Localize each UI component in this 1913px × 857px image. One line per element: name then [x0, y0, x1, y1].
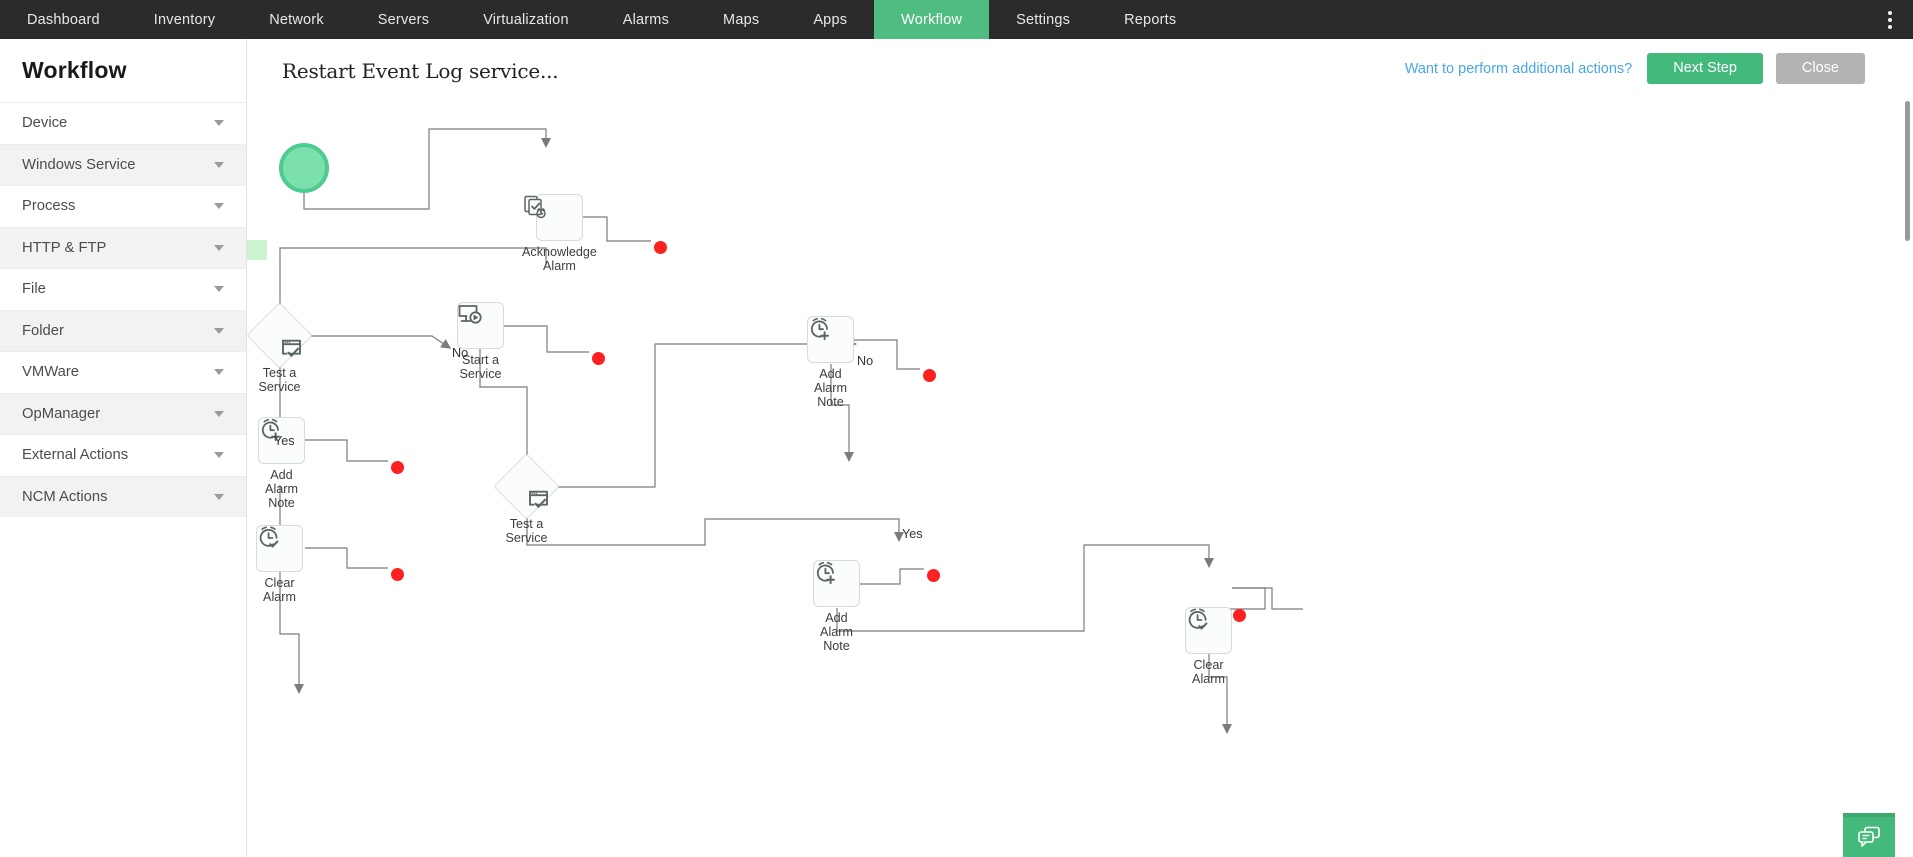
- workflow-node-label: Acknowledge Alarm: [522, 245, 597, 274]
- next-step-button[interactable]: Next Step: [1647, 53, 1763, 84]
- workflow-node-label: Start a Service: [459, 353, 502, 382]
- nav-item-maps[interactable]: Maps: [723, 11, 760, 28]
- sidebar-item-http-ftp[interactable]: HTTP & FTP: [0, 226, 246, 268]
- nav-item-virtualization[interactable]: Virtualization: [483, 11, 569, 28]
- workflow-start-node[interactable]: [279, 143, 329, 193]
- edge-label: Yes: [274, 434, 295, 448]
- chat-bubbles-icon: [1858, 826, 1880, 847]
- workflow-endpoint[interactable]: [391, 568, 404, 581]
- workflow-endpoint[interactable]: [923, 369, 936, 382]
- workflow-endpoint[interactable]: [654, 241, 667, 254]
- nav-item-network[interactable]: Network: [269, 11, 324, 28]
- page-header: Restart Event Log service... Want to per…: [247, 39, 1913, 97]
- workflow-node-note1[interactable]: Add Alarm Note: [258, 417, 305, 511]
- sidebar-item-label: HTTP & FTP: [22, 239, 107, 256]
- workflow-node-ack[interactable]: Acknowledge Alarm: [522, 194, 597, 273]
- sidebar-item-windows-service[interactable]: Windows Service: [0, 143, 246, 185]
- workflow-node-label: Clear Alarm: [1192, 658, 1225, 687]
- header-actions: Want to perform additional actions? Next…: [1405, 53, 1865, 84]
- chevron-down-icon[interactable]: [214, 120, 224, 127]
- chevron-down-icon[interactable]: [214, 203, 224, 210]
- nav-item-dashboard[interactable]: Dashboard: [27, 11, 100, 28]
- test-service-icon[interactable]: [247, 302, 313, 369]
- scrollbar-thumb[interactable]: [1905, 101, 1910, 241]
- chevron-down-icon[interactable]: [214, 327, 224, 334]
- workflow-node-test2[interactable]: Test a Service: [493, 453, 560, 546]
- test-service-icon[interactable]: [493, 453, 560, 520]
- nav-item-settings[interactable]: Settings: [1016, 11, 1071, 28]
- sidebar-item-label: Folder: [22, 322, 64, 339]
- sidebar-item-label: File: [22, 281, 46, 298]
- chevron-down-icon[interactable]: [214, 493, 224, 500]
- workflow-node-clear1[interactable]: Clear Alarm: [256, 525, 303, 604]
- add-alarm-note-icon[interactable]: [813, 560, 860, 607]
- workflow-node-note3[interactable]: Add Alarm Note: [813, 560, 860, 654]
- workflow-endpoint[interactable]: [391, 461, 404, 474]
- main-content: Restart Event Log service... Want to per…: [247, 39, 1913, 857]
- green-marker-chip: [247, 240, 267, 260]
- sidebar-item-file[interactable]: File: [0, 268, 246, 310]
- sidebar-item-label: OpManager: [22, 405, 101, 422]
- nav-item-reports[interactable]: Reports: [1124, 11, 1177, 28]
- edge-label: Yes: [902, 527, 923, 541]
- acknowledge-alarm-icon[interactable]: [524, 194, 583, 241]
- clear-alarm-icon[interactable]: [256, 525, 303, 572]
- page-title: Restart Event Log service...: [282, 59, 559, 83]
- add-alarm-note-icon[interactable]: [807, 316, 854, 363]
- chevron-down-icon[interactable]: [214, 161, 224, 168]
- nav-item-servers[interactable]: Servers: [377, 11, 430, 28]
- nav-item-workflow[interactable]: Workflow: [874, 0, 990, 39]
- edge-label: No: [857, 354, 874, 368]
- sidebar-item-process[interactable]: Process: [0, 185, 246, 227]
- workflow-endpoint[interactable]: [592, 352, 605, 365]
- workflow-node-label: Clear Alarm: [263, 576, 296, 605]
- nav-item-inventory[interactable]: Inventory: [153, 11, 216, 28]
- workflow-node-clear2[interactable]: Clear Alarm: [1185, 607, 1232, 686]
- additional-actions-link[interactable]: Want to perform additional actions?: [1404, 60, 1633, 77]
- chevron-down-icon[interactable]: [214, 452, 224, 459]
- sidebar-item-ncm-actions[interactable]: NCM Actions: [0, 475, 246, 517]
- edge-label: No: [452, 346, 469, 360]
- workflow-node-label: Add Alarm Note: [814, 367, 847, 410]
- start-service-icon[interactable]: [457, 302, 504, 349]
- chat-support-widget[interactable]: [1843, 813, 1895, 857]
- workflow-node-test1[interactable]: Test a Service: [247, 302, 313, 395]
- workflow-node-label: Add Alarm Note: [265, 468, 298, 511]
- sidebar-item-label: Process: [22, 198, 76, 215]
- more-vertical-icon[interactable]: [1875, 0, 1905, 39]
- chevron-down-icon[interactable]: [214, 369, 224, 376]
- sidebar-item-folder[interactable]: Folder: [0, 309, 246, 351]
- close-button[interactable]: Close: [1775, 53, 1865, 84]
- workflow-node-label: Add Alarm Note: [820, 611, 853, 654]
- workflow-node-label: Test a Service: [258, 366, 301, 395]
- chevron-down-icon[interactable]: [214, 286, 224, 293]
- workflow-endpoint[interactable]: [927, 569, 940, 582]
- sidebar-item-label: Windows Service: [22, 156, 136, 173]
- top-navigation: Dashboard Inventory Network Servers Virtuali…: [0, 0, 1913, 39]
- nav-item-alarms[interactable]: Alarms: [622, 11, 670, 28]
- workflow-edges: [275, 128, 1303, 734]
- chevron-down-icon[interactable]: [214, 244, 224, 251]
- vertical-scrollbar[interactable]: [1902, 39, 1913, 857]
- sidebar-item-label: NCM Actions: [22, 488, 108, 505]
- nav-item-apps[interactable]: Apps: [813, 11, 848, 28]
- sidebar-item-vmware[interactable]: VMWare: [0, 351, 246, 393]
- sidebar-item-label: Device: [22, 115, 68, 132]
- workflow-node-start1[interactable]: Start a Service: [457, 302, 504, 381]
- sidebar-item-device[interactable]: Device: [0, 102, 246, 144]
- add-alarm-note-icon[interactable]: [258, 417, 305, 464]
- sidebar-title: Workflow: [22, 57, 127, 83]
- sidebar-item-opmanager[interactable]: OpManager: [0, 392, 246, 434]
- clear-alarm-icon[interactable]: [1185, 607, 1232, 654]
- workflow-endpoint[interactable]: [1233, 609, 1246, 622]
- sidebar-item-external-actions[interactable]: External Actions: [0, 434, 246, 476]
- chevron-down-icon[interactable]: [214, 410, 224, 417]
- sidebar-item-label: External Actions: [22, 447, 129, 464]
- workflow-node-note2[interactable]: Add Alarm Note: [807, 316, 854, 410]
- sidebar-item-label: VMWare: [22, 364, 79, 381]
- workflow-node-label: Test a Service: [505, 517, 548, 546]
